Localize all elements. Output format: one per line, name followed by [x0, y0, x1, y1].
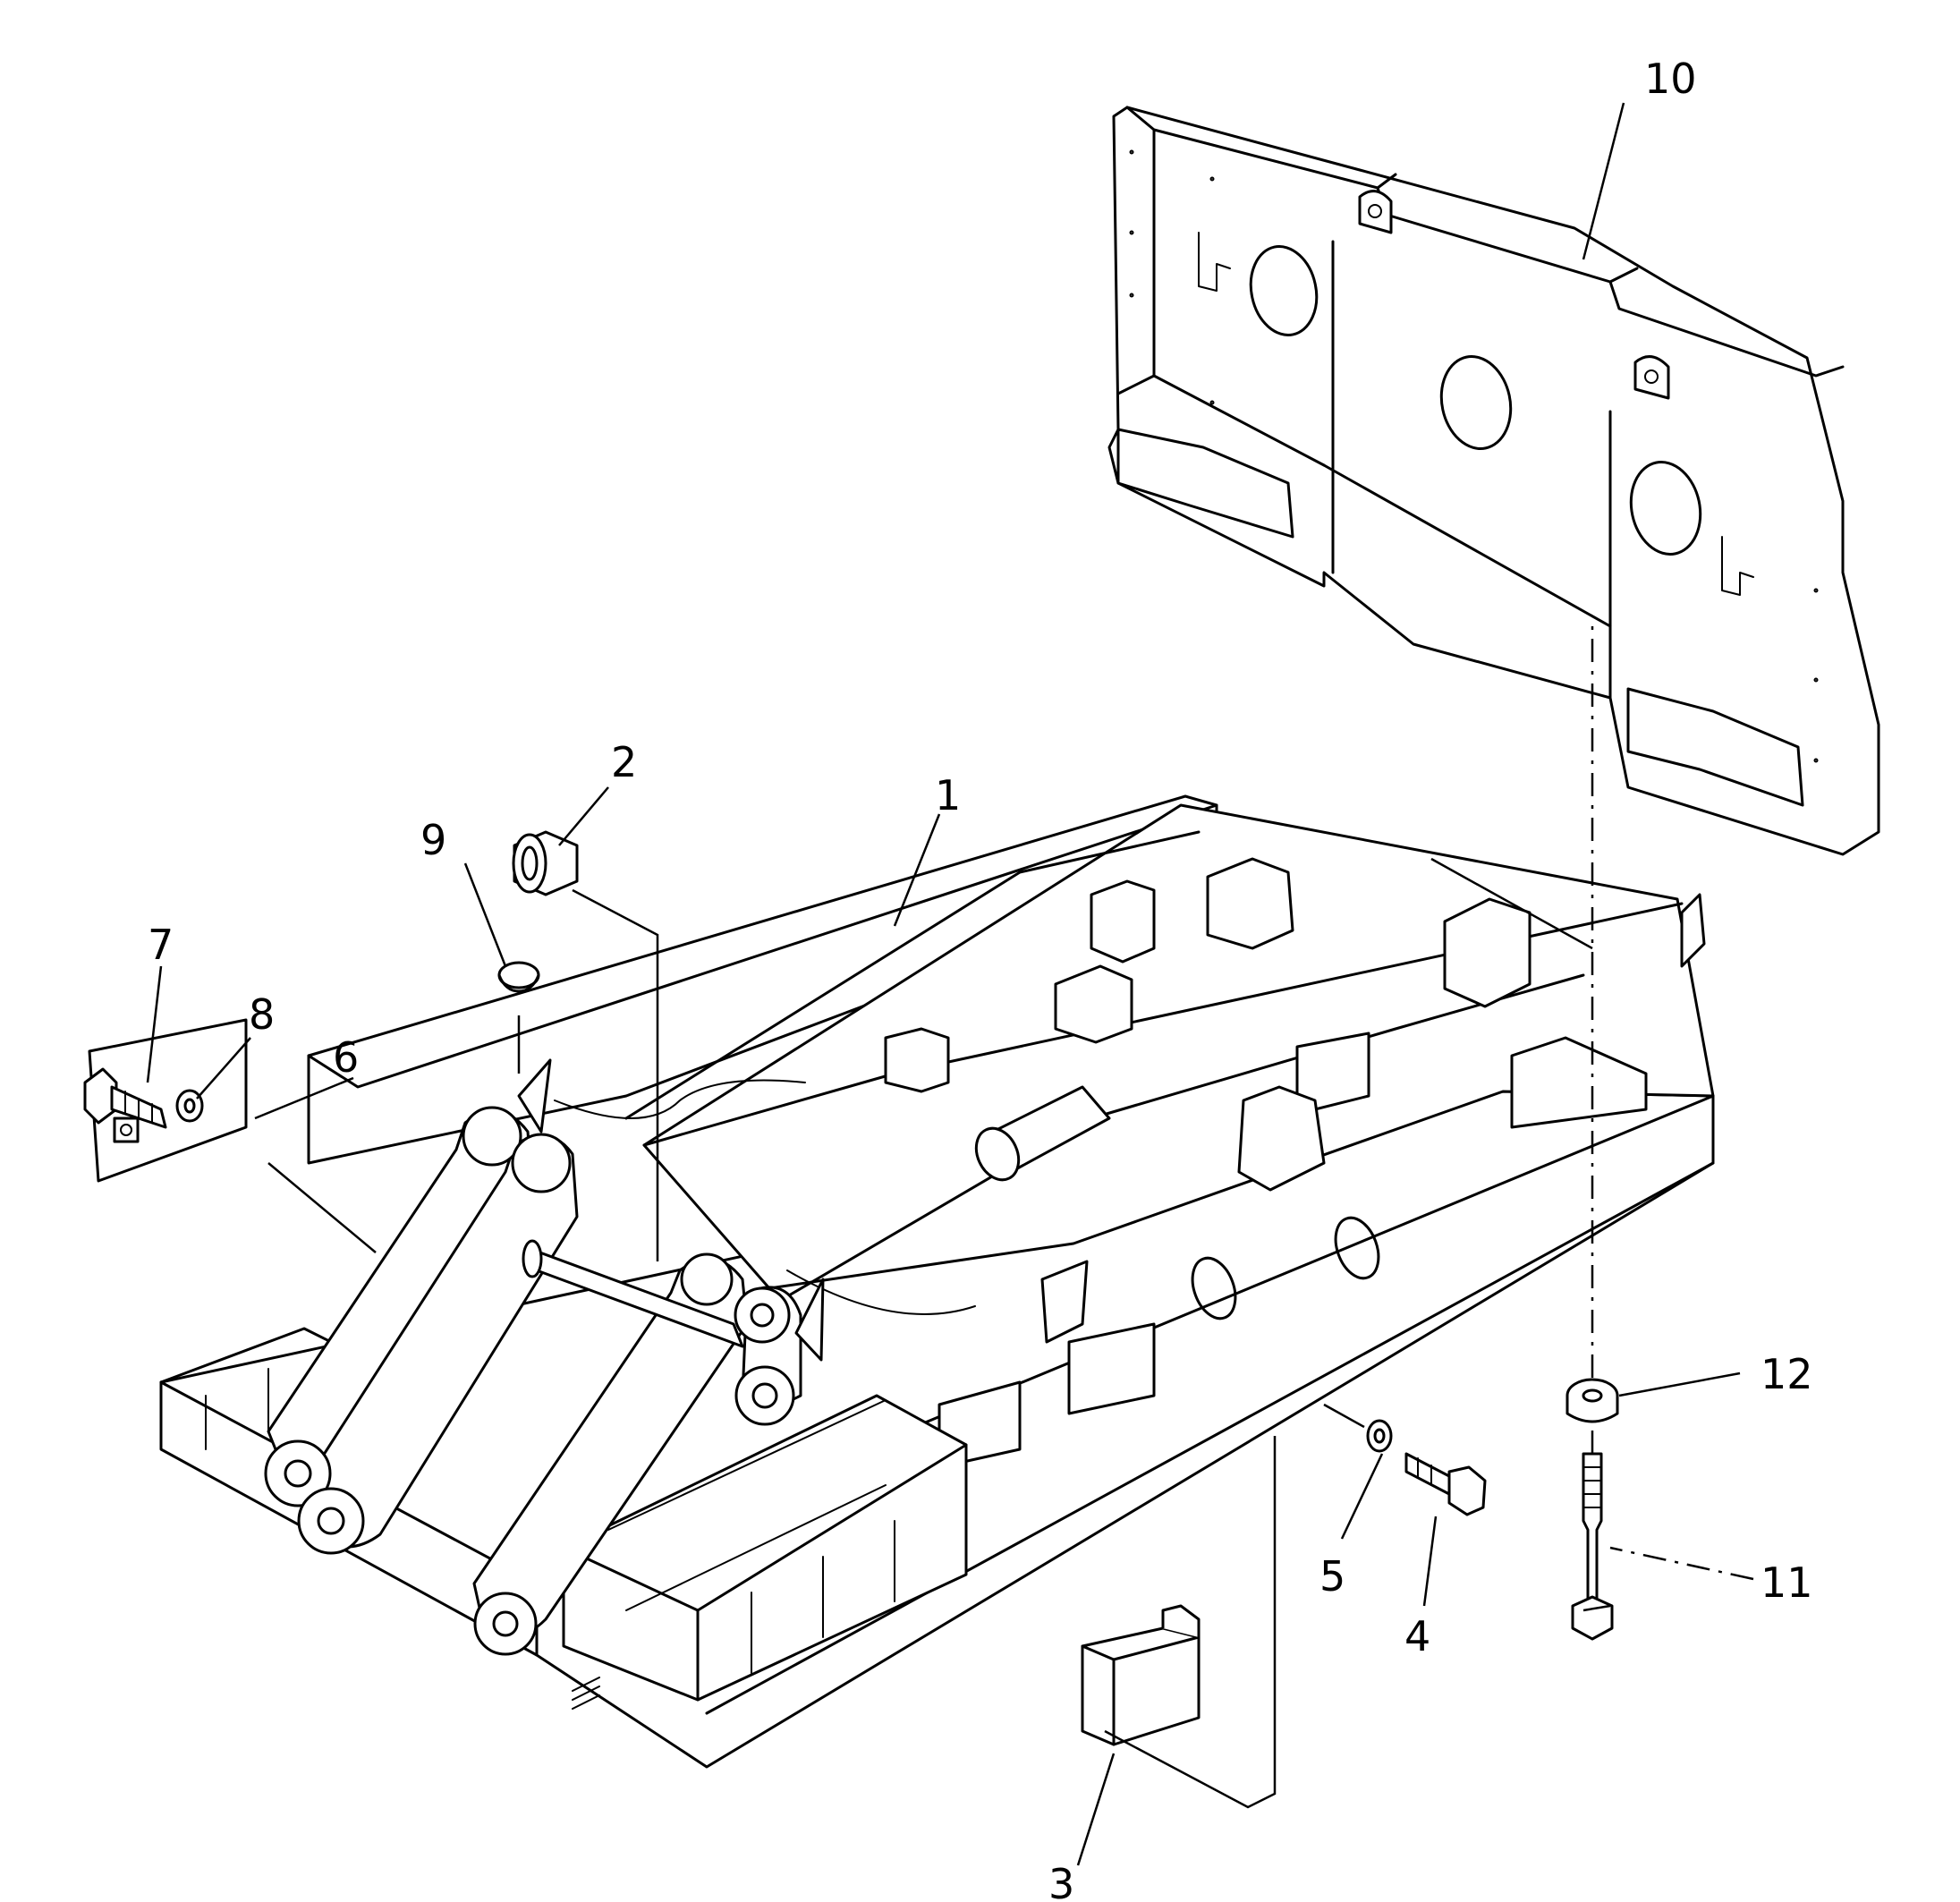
- callout-6: 6: [333, 1033, 359, 1082]
- part-5-washer: [1366, 1419, 1393, 1453]
- callout-5: 5: [1319, 1552, 1345, 1601]
- part-10-counterweight: [1107, 106, 1880, 856]
- callout-10: 10: [1644, 55, 1697, 103]
- part-2-bushing: [512, 830, 579, 896]
- part-8-washer: [175, 1089, 204, 1123]
- callout-8: 8: [249, 990, 275, 1039]
- callout-4: 4: [1404, 1612, 1430, 1660]
- part-9-plug: [497, 961, 540, 993]
- assembly-lines: [267, 626, 1611, 1809]
- part-3-bracket: [1081, 1604, 1201, 1746]
- callout-9: 9: [420, 816, 446, 864]
- part-7-bolt: [83, 1067, 167, 1129]
- link-arms: [264, 1058, 1089, 1656]
- leader-lines: [146, 102, 1754, 1866]
- callout-labels: 10 1 2 9 7 8 6 5 4 12 11 3: [148, 55, 1813, 1902]
- callout-3: 3: [1048, 1860, 1074, 1902]
- callout-11: 11: [1761, 1558, 1813, 1607]
- callout-12: 12: [1761, 1350, 1813, 1398]
- part-4-bolt: [1404, 1452, 1487, 1516]
- part-12-nut: [1565, 1378, 1619, 1423]
- callout-7: 7: [148, 921, 174, 969]
- callout-2: 2: [611, 738, 637, 786]
- part-11-long-bolt: [1571, 1452, 1614, 1641]
- part-6-plate: [88, 1018, 248, 1183]
- callout-1: 1: [935, 771, 961, 819]
